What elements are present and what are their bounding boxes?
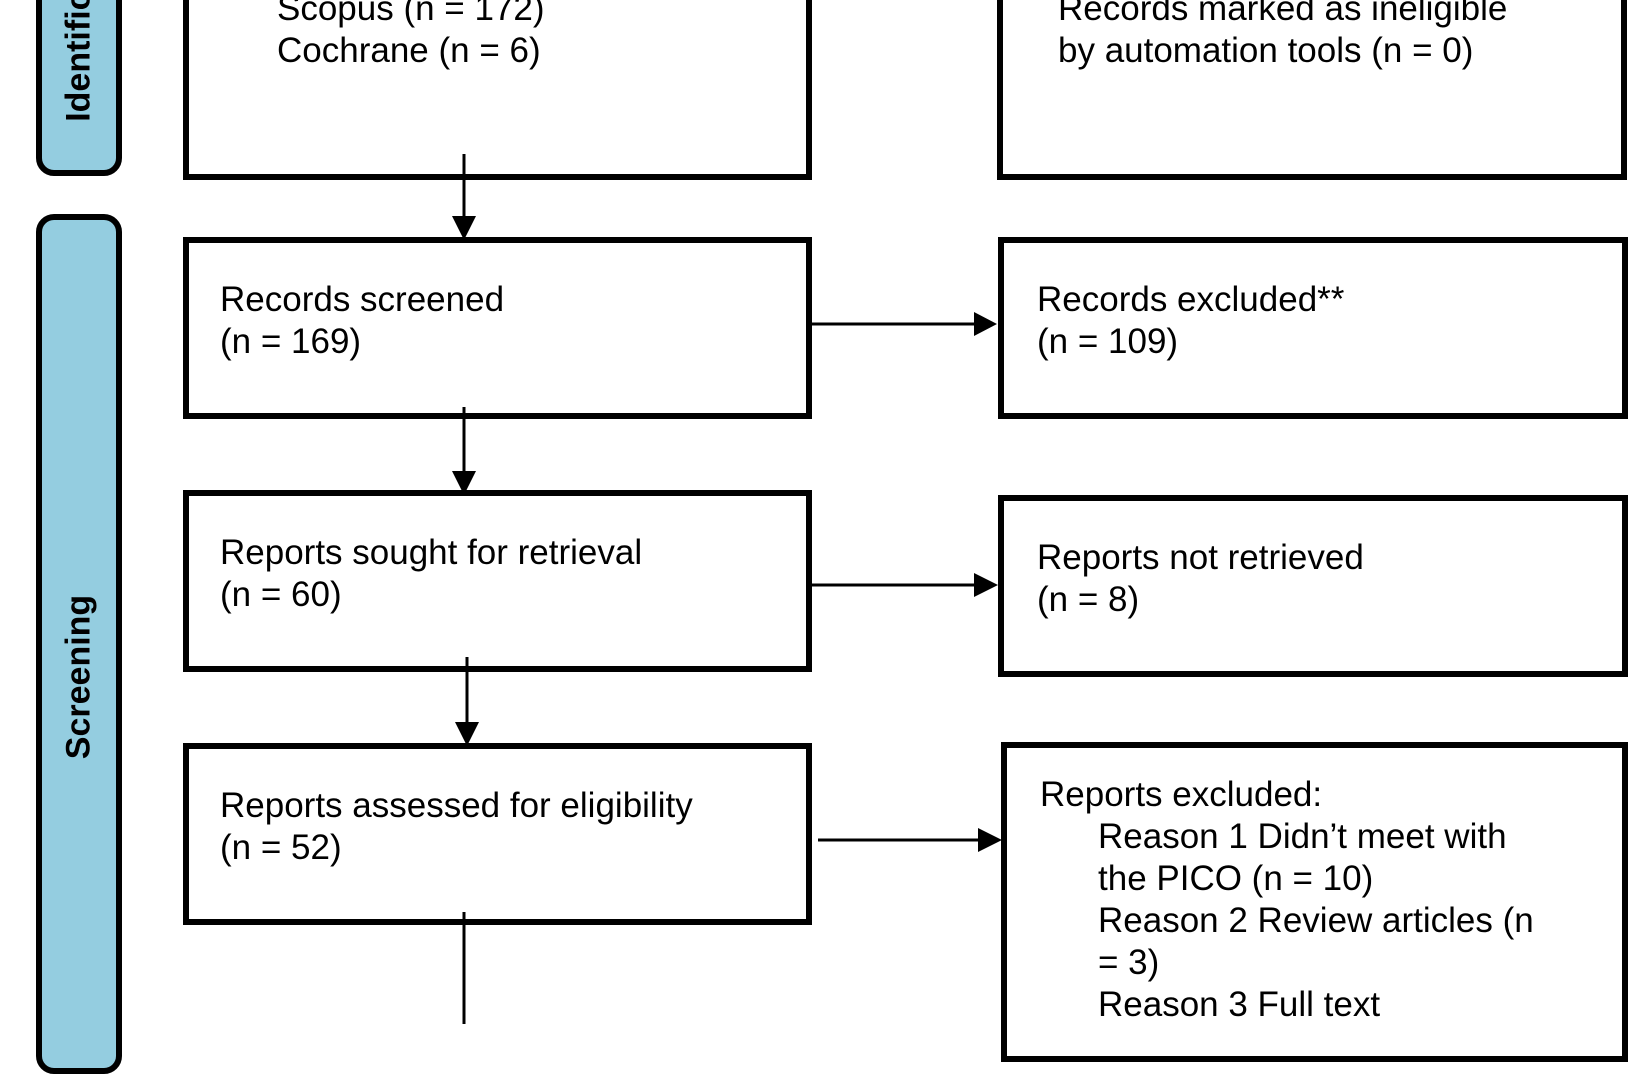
reports-assessed-box: Reports assessed for eligibility (n = 52… [183,743,812,925]
reason-line: the PICO (n = 10) [1098,859,1374,898]
reason-line: Reason 1 Didn’t meet with [1098,817,1507,856]
phase-screening-bar: Screening [36,214,122,1074]
assessed-title: Reports assessed for eligibility [220,786,693,825]
screened-title: Records screened [220,280,505,319]
arrowhead-screened-to-excluded [974,312,997,336]
sources-scopus: Scopus (n = 172) [277,0,545,28]
screened-count: (n = 169) [220,322,362,361]
arrowhead-screened-to-sought [452,471,476,495]
not-retrieved-count: (n = 8) [1037,580,1140,619]
excluded-title: Records excluded** [1037,280,1345,319]
sought-title: Reports sought for retrieval [220,533,643,572]
records-identified-box: Scopus (n = 172) Cochrane (n = 6) [183,0,812,180]
sought-count: (n = 60) [220,575,342,614]
assessed-count: (n = 52) [220,828,342,867]
arrowhead-sought-to-assessed [455,722,479,746]
arrowhead-sought-to-not-retrieved [974,573,998,597]
excluded-count: (n = 109) [1037,322,1179,361]
reason-line: = 3) [1098,943,1160,982]
flow-arrows [452,154,1002,1024]
reason-line: Reason 3 Full text [1098,985,1381,1024]
not-retrieved-title: Reports not retrieved [1037,538,1364,577]
sources-cochrane: Cochrane (n = 6) [277,31,541,70]
records-removed-box: Records marked as ineligible by automati… [997,0,1627,180]
arrowhead-assessed-to-reports-excluded [978,828,1002,852]
phase-identification-bar: Identification [36,0,122,176]
reason-line: Reason 2 Review articles (n [1098,901,1534,940]
records-excluded-box: Records excluded** (n = 109) [998,237,1628,419]
ineligible-line2: by automation tools (n = 0) [1058,31,1474,70]
reports-excluded-box: Reports excluded: Reason 1 Didn’t meet w… [1001,742,1628,1062]
reports-sought-box: Reports sought for retrieval (n = 60) [183,490,812,672]
reports-not-retrieved-box: Reports not retrieved (n = 8) [998,495,1628,677]
ineligible-line1: Records marked as ineligible [1058,0,1508,28]
records-screened-box: Records screened (n = 169) [183,237,812,419]
reports-excluded-title: Reports excluded: [1040,775,1323,814]
arrowhead-sources-to-screened [452,216,476,240]
